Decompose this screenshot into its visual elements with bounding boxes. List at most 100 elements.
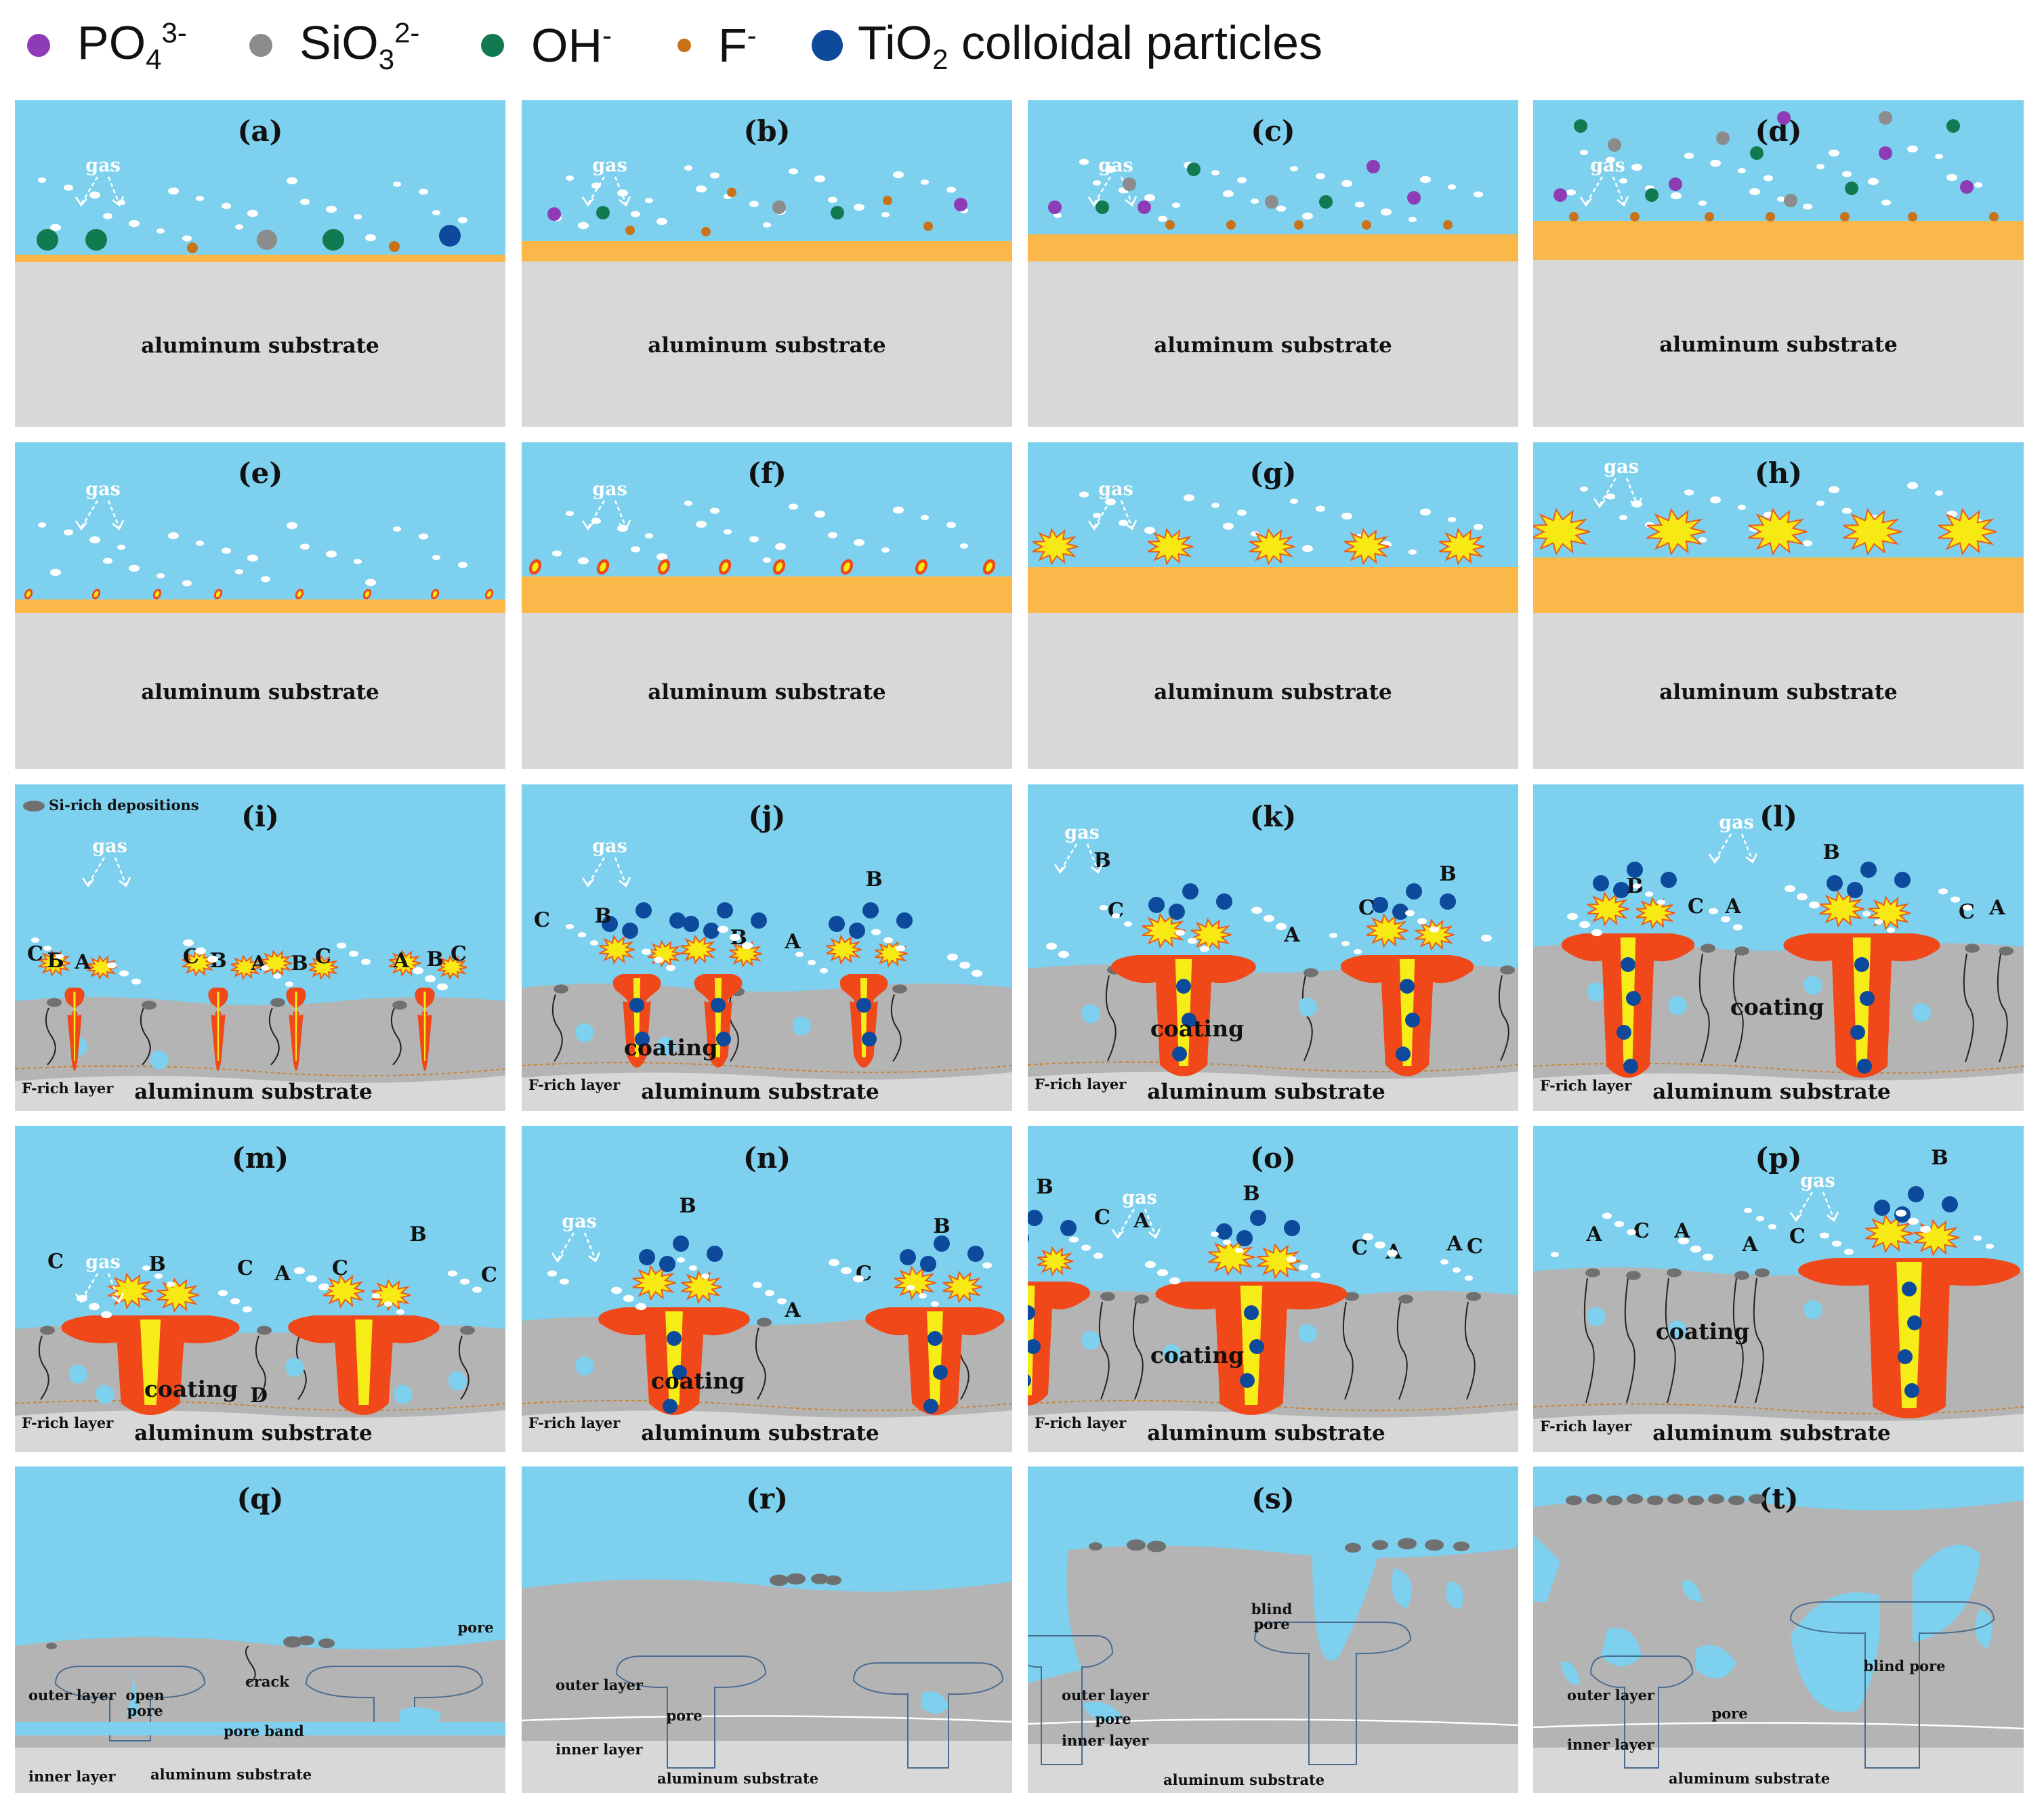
gas-bubble xyxy=(349,950,358,957)
f-ion xyxy=(883,196,892,205)
gas-bubble xyxy=(157,573,165,578)
substrate-label: aluminum substrate xyxy=(1659,680,1898,704)
pore xyxy=(1912,1002,1931,1022)
discharge-spark-icon xyxy=(1032,528,1079,566)
gas-arrows xyxy=(1789,1191,1839,1223)
discharge-spark-icon xyxy=(1366,913,1409,948)
micro-discharge-icon xyxy=(982,559,996,575)
gas-bubble xyxy=(1105,165,1116,173)
substrate-label: aluminum substrate xyxy=(648,680,886,704)
f-rich-layer-line xyxy=(1533,1403,2024,1415)
electrolyte xyxy=(15,442,505,599)
coating-label: coating xyxy=(1656,1318,1749,1345)
micro-discharge-icon xyxy=(362,589,372,599)
oxide-film xyxy=(1028,234,1518,261)
gas-bubble xyxy=(578,932,586,937)
discharge-spark-icon xyxy=(1190,917,1232,952)
po4-ion xyxy=(1879,146,1892,160)
panel-label: (o) xyxy=(1250,1141,1296,1175)
discharge-spark-icon xyxy=(942,1270,982,1304)
gas-bubble xyxy=(1157,1269,1168,1277)
substrate-label: aluminum substrate xyxy=(1147,1421,1385,1445)
gas-bubble xyxy=(854,203,864,211)
gas-bubble xyxy=(1453,1267,1461,1273)
electrolyte xyxy=(522,442,1012,576)
blind-pore-label: blind xyxy=(1251,1601,1293,1618)
pore xyxy=(792,1016,811,1036)
tio2-particle xyxy=(1857,1059,1872,1074)
gas-bubble xyxy=(1200,946,1209,952)
gas-bubble xyxy=(1474,524,1483,530)
gas-bubble xyxy=(566,511,574,516)
blind-pore-label: pore xyxy=(1253,1616,1289,1632)
gas-bubble xyxy=(710,172,719,179)
pore xyxy=(1533,1534,1560,1602)
site-label-a: A xyxy=(1741,1233,1758,1257)
gas-bubble xyxy=(56,954,64,959)
blind-pore-label: blind pore xyxy=(1863,1657,1945,1674)
discharge-spark-icon xyxy=(632,1265,676,1301)
gas-bubble xyxy=(906,1285,915,1290)
po4-ion xyxy=(1048,200,1062,214)
gas-bubble xyxy=(946,186,956,193)
po4-ion xyxy=(1669,177,1682,191)
gas-bubble xyxy=(1580,150,1588,155)
gas-bubble xyxy=(1803,540,1812,547)
gas-bubble xyxy=(1684,152,1694,159)
gas-bubble xyxy=(611,1286,622,1294)
gas-bubble xyxy=(1251,198,1259,204)
gas-bubble xyxy=(1777,196,1785,202)
discharge-spark-icon xyxy=(1257,1243,1301,1280)
pore xyxy=(1791,1592,1880,1712)
f-rich-layer-line xyxy=(15,1399,505,1412)
discharge-channel xyxy=(286,988,306,1071)
gas-bubble xyxy=(103,557,112,564)
tio2-particle xyxy=(1860,991,1875,1006)
gas-bubble xyxy=(820,968,828,973)
pore xyxy=(1081,1330,1100,1350)
discharge-spark-icon xyxy=(371,1278,411,1312)
gas-bubble xyxy=(1816,164,1824,169)
aluminum-substrate xyxy=(1028,1744,1518,1793)
discharge-channel xyxy=(288,1315,440,1415)
site-label-b: B xyxy=(409,1223,426,1246)
gas-bubble xyxy=(64,529,73,536)
micro-discharge-icon xyxy=(915,559,928,575)
aluminum-substrate xyxy=(1533,1073,2024,1111)
discharge-spark-icon xyxy=(157,1277,199,1313)
outer-inner-interface xyxy=(522,1715,1012,1723)
former-channel-outline xyxy=(615,1655,767,1769)
ions xyxy=(1048,160,1453,230)
gas-bubble xyxy=(749,536,759,543)
gas-arrows xyxy=(1708,833,1758,864)
discharge-spark-icon xyxy=(681,1269,722,1305)
gas-bubble xyxy=(261,576,270,583)
crack-line xyxy=(1301,975,1313,1061)
gas-bubble xyxy=(635,1303,646,1311)
gas-bubble xyxy=(1079,159,1089,165)
panel-label: (s) xyxy=(1251,1482,1294,1515)
tio2-particle xyxy=(751,912,767,929)
tio2-particle xyxy=(1874,1200,1890,1216)
gas-bubble xyxy=(1633,883,1641,889)
outer-layer-label: outer layer xyxy=(556,1676,644,1693)
oh-ion xyxy=(1096,200,1109,214)
discharge-channel xyxy=(64,988,85,1071)
gas-bubble xyxy=(393,526,401,532)
tio2-particles xyxy=(1593,862,1677,1074)
gas-bubble xyxy=(1631,163,1642,171)
gas-arrows xyxy=(75,176,125,207)
former-channel-outline xyxy=(1028,1635,1114,1765)
pore xyxy=(1668,1320,1687,1340)
tio2-particle xyxy=(862,1032,877,1047)
pore xyxy=(394,1385,413,1404)
former-channel-outline xyxy=(1253,1622,1412,1765)
gas-bubble xyxy=(730,933,741,942)
substrate-label: aluminum substrate xyxy=(1652,1080,1891,1104)
tio2-particle xyxy=(1028,1374,1031,1387)
crack-line xyxy=(390,1007,402,1065)
panel-label: (g) xyxy=(1249,457,1296,490)
discharge-channel xyxy=(208,988,228,1071)
